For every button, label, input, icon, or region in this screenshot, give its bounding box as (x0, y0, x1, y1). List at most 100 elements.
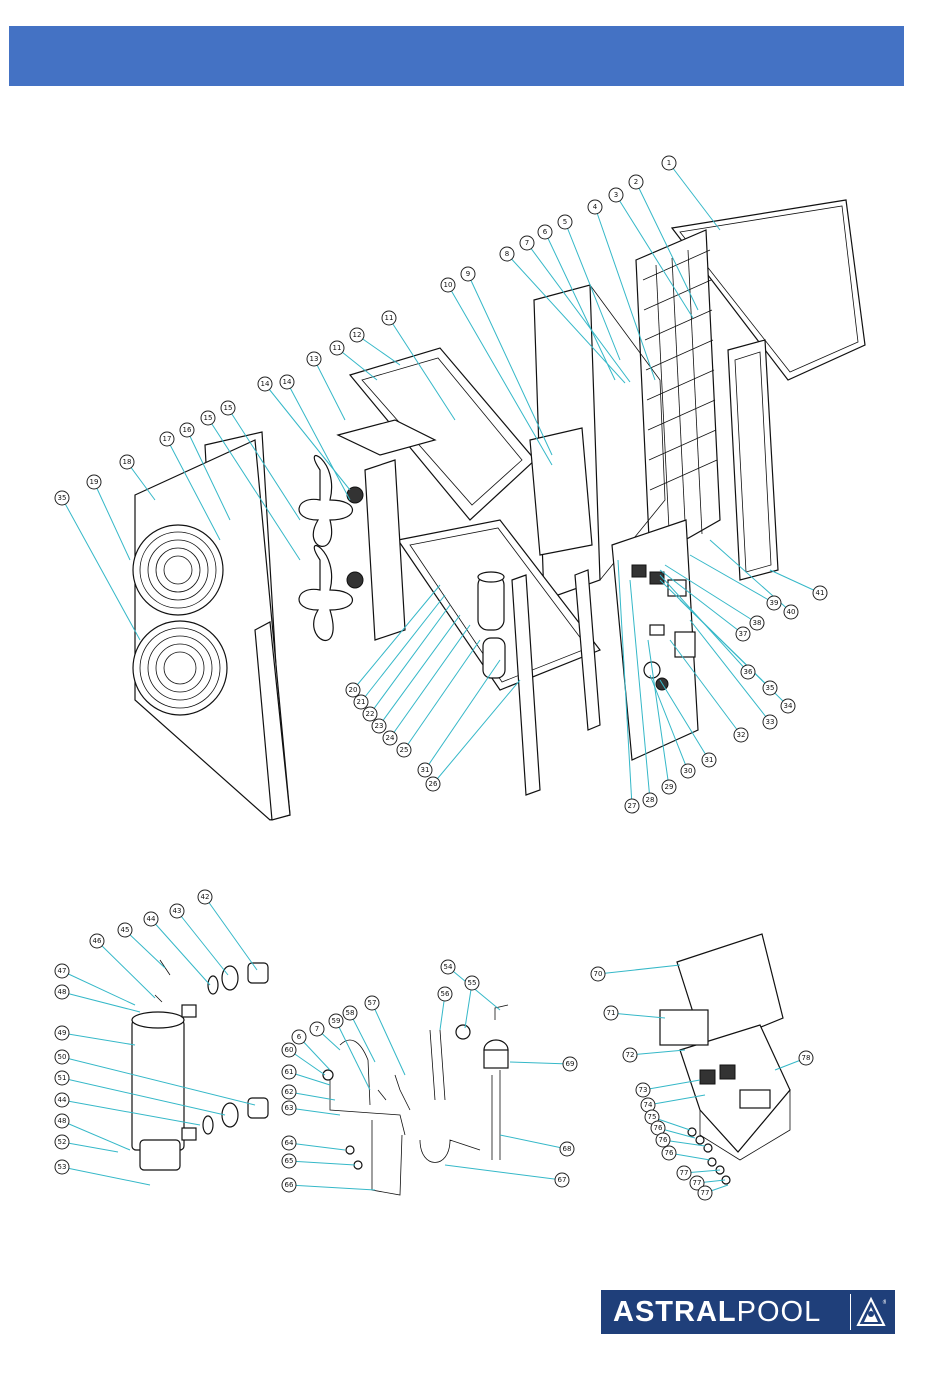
registered-mark: ® (882, 1299, 886, 1306)
callout-number: 44 (147, 915, 156, 923)
callout-24: 24 (383, 731, 397, 745)
callout-number: 24 (386, 734, 395, 742)
callout-number: 76 (659, 1136, 668, 1144)
callout-number: 78 (802, 1054, 811, 1062)
callout-16: 16 (180, 423, 194, 437)
callout-leader-line (357, 335, 400, 365)
callout-52: 52 (55, 1135, 69, 1149)
callout-4: 4 (588, 200, 602, 214)
callout-number: 48 (58, 1117, 67, 1125)
callout-6: 6 (538, 225, 552, 239)
callout-number: 28 (646, 796, 655, 804)
callout-number: 55 (468, 979, 477, 987)
callout-number: 9 (466, 270, 470, 278)
callout-number: 43 (173, 907, 182, 915)
callout-number: 73 (639, 1086, 648, 1094)
callout-number: 38 (753, 619, 762, 627)
callout-number: 54 (444, 963, 453, 971)
callout-leader-line (289, 1108, 340, 1115)
callout-14: 14 (258, 377, 272, 391)
callout-72: 72 (623, 1048, 637, 1062)
callout-63: 63 (282, 1101, 296, 1115)
callout-leader-line (62, 1167, 150, 1185)
callout-number: 77 (680, 1169, 689, 1177)
callout-leader-line (62, 1033, 135, 1045)
callout-29: 29 (662, 780, 676, 794)
fan-motor-bracket (347, 460, 405, 640)
callout-58: 58 (343, 1006, 357, 1020)
callout-leader-line (611, 1013, 665, 1018)
callout-leader-line (177, 911, 228, 975)
callout-51: 51 (55, 1071, 69, 1085)
callout-number: 49 (58, 1029, 67, 1037)
callout-number: 65 (285, 1157, 294, 1165)
callout-46: 46 (90, 934, 104, 948)
callout-17: 17 (160, 432, 174, 446)
callout-number: 6 (543, 228, 548, 236)
callout-68: 68 (560, 1142, 574, 1156)
callout-number: 29 (665, 783, 674, 791)
callout-2: 2 (629, 175, 643, 189)
callout-leader-line (404, 640, 480, 750)
callout-7: 7 (310, 1022, 324, 1036)
callout-31: 31 (418, 763, 432, 777)
callout-12: 12 (350, 328, 364, 342)
callout-number: 17 (163, 435, 172, 443)
callout-19: 19 (87, 475, 101, 489)
callout-3: 3 (609, 188, 623, 202)
callout-77: 77 (677, 1166, 691, 1180)
callout-leader-line (630, 1050, 685, 1055)
callout-leader-line (433, 680, 520, 784)
callout-53: 53 (55, 1160, 69, 1174)
callout-leader-line (598, 965, 680, 974)
callout-number: 8 (505, 250, 509, 258)
callout-number: 61 (285, 1068, 294, 1076)
callout-65: 65 (282, 1154, 296, 1168)
callout-number: 50 (58, 1053, 67, 1061)
callout-59: 59 (329, 1014, 343, 1028)
callout-number: 27 (628, 802, 637, 810)
callout-71: 71 (604, 1006, 618, 1020)
callout-leader-line (289, 1143, 345, 1150)
callout-11: 11 (382, 311, 396, 325)
callout-number: 77 (701, 1189, 710, 1197)
callout-number: 52 (58, 1138, 67, 1146)
callout-number: 48 (58, 988, 67, 996)
callout-37: 37 (736, 627, 750, 641)
callout-36: 36 (741, 665, 755, 679)
callout-77: 77 (698, 1186, 712, 1200)
callout-leader-line (372, 1003, 405, 1075)
callout-leader-line (510, 1062, 570, 1064)
callout-number: 36 (744, 668, 753, 676)
callout-number: 19 (90, 478, 99, 486)
callout-41: 41 (813, 586, 827, 600)
callout-number: 1 (667, 159, 671, 167)
callout-25: 25 (397, 743, 411, 757)
callout-leader-line (62, 1142, 118, 1152)
callout-21: 21 (354, 695, 368, 709)
callout-39: 39 (767, 596, 781, 610)
callout-22: 22 (363, 707, 377, 721)
callout-45: 45 (118, 923, 132, 937)
callout-number: 70 (594, 970, 603, 978)
callout-number: 41 (816, 589, 825, 597)
callout-47: 47 (55, 964, 69, 978)
refrigerant-piping (323, 1005, 508, 1195)
callout-number: 53 (58, 1163, 67, 1171)
astralpool-logo: ASTRALPOOL ® (601, 1290, 895, 1334)
callout-leader-line (289, 1161, 355, 1165)
callout-33: 33 (763, 715, 777, 729)
callout-leader-line (770, 570, 820, 593)
callout-leader-line (62, 971, 135, 1005)
callout-number: 37 (739, 630, 748, 638)
callout-number: 63 (285, 1104, 294, 1112)
callout-number: 68 (563, 1145, 572, 1153)
callout-number: 11 (385, 314, 394, 322)
callout-67: 67 (555, 1173, 569, 1187)
callout-number: 12 (353, 331, 362, 339)
callout-leader-line (314, 359, 345, 420)
callout-8: 8 (500, 247, 514, 261)
callout-18: 18 (120, 455, 134, 469)
callout-30: 30 (681, 764, 695, 778)
